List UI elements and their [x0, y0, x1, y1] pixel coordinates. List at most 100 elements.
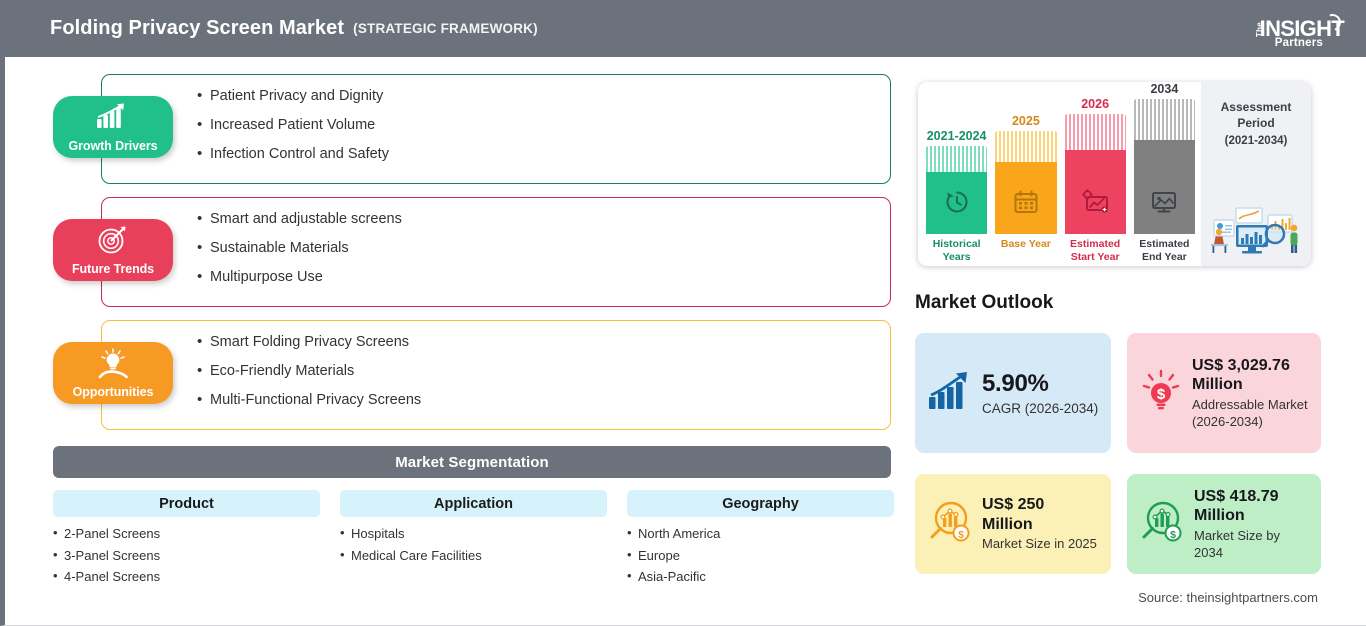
outlook-card-value: US$ 3,029.76 Million [1192, 356, 1290, 394]
list-item: Hospitals [340, 525, 607, 542]
outlook-card-value: US$ 250 Million [982, 496, 1045, 533]
future-trends-list: Smart and adjustable screens Sustainable… [197, 210, 890, 286]
timeline-column-start: 2026 [1064, 82, 1126, 266]
outlook-card-label: Addressable Market (2026-2034) [1192, 396, 1308, 429]
timeline-bars: 2021-2024 Historical Years 2025 [918, 82, 1201, 266]
timeline-caption: Estimated End Year [1139, 238, 1190, 263]
segmentation-column-label: Geography [722, 495, 799, 512]
segmentation-column-application: Application Hospitals Medical Care Facil… [340, 490, 607, 569]
list-item: 3-Panel Screens [53, 547, 320, 564]
timeline-bar-stripes [995, 131, 1057, 162]
market-segmentation-header: Market Segmentation [53, 446, 891, 478]
future-trends-box: Smart and adjustable screens Sustainable… [101, 197, 891, 307]
assessment-period-range: (2021-2034) [1224, 135, 1288, 148]
list-item: 4-Panel Screens [53, 568, 320, 585]
timeline-bar [1133, 99, 1195, 235]
list-item: Smart Folding Privacy Screens [197, 333, 890, 351]
market-segmentation-title: Market Segmentation [395, 453, 549, 471]
list-item: Smart and adjustable screens [197, 210, 890, 228]
lightbulb-dollar-icon: $ [1139, 369, 1183, 418]
timeline-year-label: 2026 [1081, 97, 1110, 111]
image-chart-icon [1150, 189, 1178, 220]
bar-chart-arrow-up-icon [95, 102, 131, 135]
logo-the-text: The [1254, 21, 1264, 37]
badge-label: Growth Drivers [68, 139, 158, 153]
page-subtitle: (STRATEGIC FRAMEWORK) [353, 21, 538, 36]
opportunities-list: Smart Folding Privacy Screens Eco-Friend… [197, 333, 890, 409]
segmentation-column-label: Product [159, 495, 214, 512]
list-item: Asia-Pacific [627, 568, 894, 585]
outlook-card-label: Market Size in 2025 [982, 536, 1097, 552]
list-item: North America [627, 525, 894, 542]
source-attribution: Source: theinsightpartners.com [1138, 590, 1318, 605]
list-item: 2-Panel Screens [53, 525, 320, 542]
timeline-caption: Base Year [1000, 238, 1051, 250]
timeline-bar [1064, 114, 1126, 234]
assessment-period-panel: Assessment Period (2021-2034) [1201, 82, 1311, 266]
list-item: Increased Patient Volume [197, 116, 890, 134]
assessment-timeline-panel: 2021-2024 Historical Years 2025 [918, 82, 1311, 266]
timeline-column-historical: 2021-2024 Historical Years [926, 82, 988, 266]
timeline-caption: Historical Years [932, 238, 981, 263]
timeline-column-base: 2025 [995, 82, 1057, 266]
outlook-card-market-size-2034: $ US$ 418.79 Million Market Size by 2034 [1127, 474, 1321, 574]
timeline-bar-stripes [926, 146, 988, 172]
bar-chart-arrow-icon [927, 371, 973, 416]
magnifier-chart-dollar-icon: $ [1139, 500, 1185, 549]
outlook-card-value: 5.90% [982, 369, 1049, 397]
timeline-column-end: 2034 Estimated End Year [1133, 82, 1195, 266]
svg-text:$: $ [1170, 529, 1176, 541]
segmentation-column-geography: Geography North America Europe Asia-Paci… [627, 490, 894, 591]
growth-drivers-list: Patient Privacy and Dignity Increased Pa… [197, 87, 890, 163]
segmentation-column-header: Application [340, 490, 607, 517]
timeline-year-label: 2021-2024 [926, 129, 987, 143]
timeline-caption: Estimated Start Year [1070, 238, 1121, 263]
future-trends-badge: Future Trends [53, 219, 173, 281]
segmentation-column-header: Geography [627, 490, 894, 517]
logo-partners-text: Partners [1274, 37, 1323, 49]
insight-partners-logo: The INSIGHT Partners [1214, 8, 1345, 50]
logo-insight-text: INSIGHT [1259, 16, 1345, 41]
magnifier-chart-dollar-icon: $ [927, 500, 973, 549]
outlook-card-cagr: 5.90% CAGR (2026-2034) [915, 333, 1111, 453]
segmentation-item-list: Hospitals Medical Care Facilities [340, 525, 607, 564]
timeline-bar [995, 131, 1057, 234]
timeline-bar-stripes [1133, 99, 1195, 140]
list-item: Medical Care Facilities [340, 547, 607, 564]
svg-text:$: $ [958, 529, 964, 541]
calendar-icon [1013, 189, 1039, 220]
market-outlook-title: Market Outlook [915, 292, 1054, 313]
clock-history-icon [944, 189, 970, 220]
timeline-year-label: 2034 [1150, 82, 1179, 96]
timeline-bar [926, 146, 988, 234]
list-item: Multipurpose Use [197, 268, 890, 286]
target-dart-icon [96, 225, 130, 260]
outlook-card-label: Market Size by 2034 [1194, 527, 1280, 560]
timeline-year-label: 2025 [1011, 114, 1040, 128]
opportunities-badge: Opportunities [53, 342, 173, 404]
segmentation-column-header: Product [53, 490, 320, 517]
segmentation-column-label: Application [434, 495, 513, 512]
chart-gear-icon [1081, 189, 1109, 220]
growth-drivers-badge: Growth Drivers [53, 96, 173, 158]
lightbulb-hand-icon [95, 348, 131, 385]
growth-drivers-box: Patient Privacy and Dignity Increased Pa… [101, 74, 891, 184]
svg-text:$: $ [1157, 386, 1166, 403]
list-item: Eco-Friendly Materials [197, 362, 890, 380]
business-analytics-illustration [1206, 194, 1306, 261]
opportunities-box: Smart Folding Privacy Screens Eco-Friend… [101, 320, 891, 430]
segmentation-item-list: 2-Panel Screens 3-Panel Screens 4-Panel … [53, 525, 320, 585]
list-item: Sustainable Materials [197, 239, 890, 257]
list-item: Multi-Functional Privacy Screens [197, 391, 890, 409]
list-item: Patient Privacy and Dignity [197, 87, 890, 105]
list-item: Infection Control and Safety [197, 145, 890, 163]
badge-label: Opportunities [72, 385, 154, 399]
assessment-period-title: Assessment Period [1220, 100, 1292, 131]
segmentation-item-list: North America Europe Asia-Pacific [627, 525, 894, 585]
timeline-bar-stripes [1064, 114, 1126, 150]
outlook-card-addressable-market: $ US$ 3,029.76 Million Addressable Marke… [1127, 333, 1321, 453]
outlook-card-market-size-2025: $ US$ 250 Million Market Size in 2025 [915, 474, 1111, 574]
segmentation-column-product: Product 2-Panel Screens 3-Panel Screens … [53, 490, 320, 591]
page-title: Folding Privacy Screen Market [50, 17, 345, 39]
outlook-card-label: CAGR (2026-2034) [982, 401, 1099, 416]
